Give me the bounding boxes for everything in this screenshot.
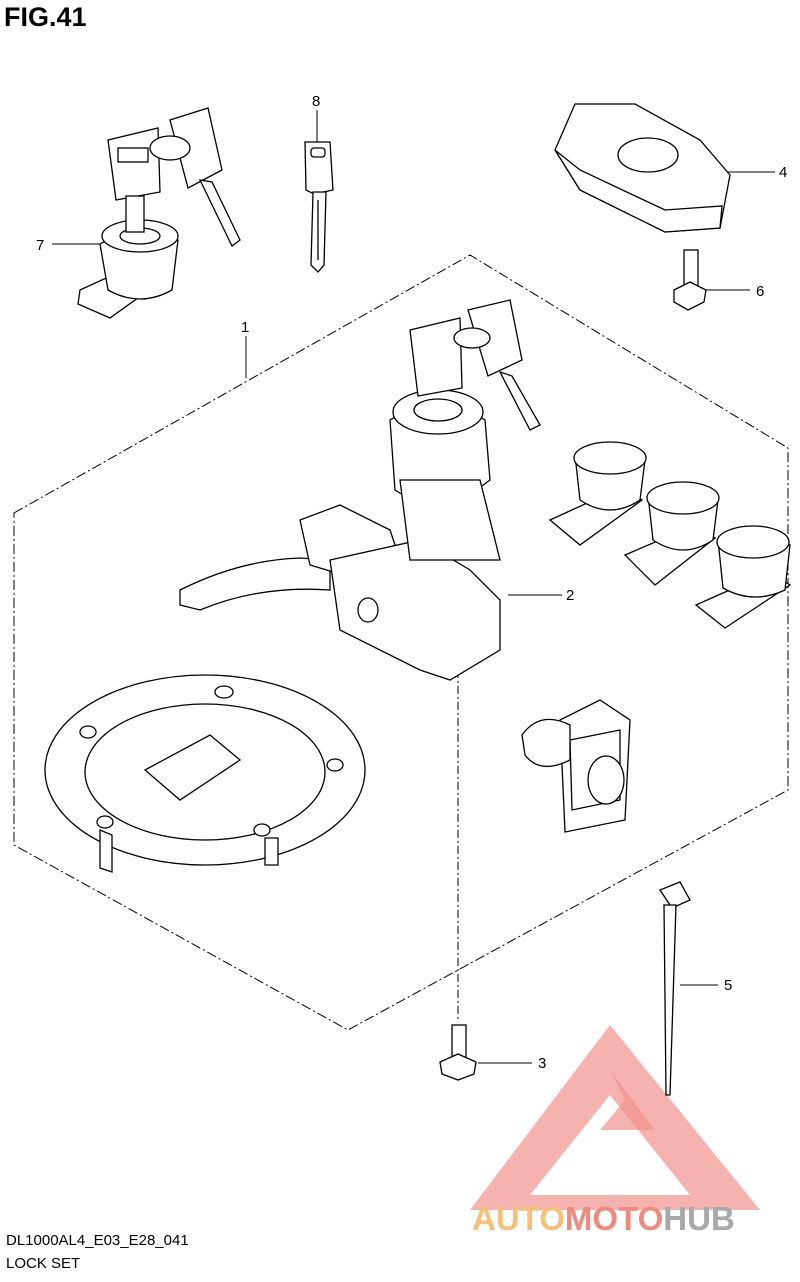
callout-7: 7 [36,237,44,254]
callout-2: 2 [566,587,574,604]
cover-icon [554,103,731,233]
screw-icon [439,1024,477,1081]
callout-1: 1 [241,319,249,336]
callout-6: 6 [756,283,764,300]
assembly-boundary [13,254,789,1031]
watermark-triangle-icon [470,1025,760,1210]
ignition-switch-icon [179,299,541,681]
watermark-logo [470,1025,760,1210]
callout-5: 5 [724,977,732,994]
leader-lines [52,110,775,1064]
figure-name: LOCK SET [6,1255,81,1272]
bolt-icon [673,249,707,311]
callout-4: 4 [779,164,787,181]
figure-code: DL1000AL4_E03_E28_041 [6,1232,189,1249]
watermark-text: AUTOMOTOHUB [472,1200,735,1237]
watermark-auto: AUTO [472,1200,565,1237]
seat-lock-icon [77,107,241,319]
watermark-hub: HUB [663,1200,735,1237]
watermark-moto: MOTO [565,1200,663,1237]
fuel-cap-icon [44,674,366,873]
blank-key-icon [304,141,334,273]
side-lock-icon [521,699,631,833]
lock-cylinder-icon [548,441,792,629]
callout-8: 8 [312,93,320,110]
cable-tie-icon [659,881,691,1096]
figure-title: FIG.41 [4,2,87,32]
callout-3: 3 [538,1055,546,1072]
